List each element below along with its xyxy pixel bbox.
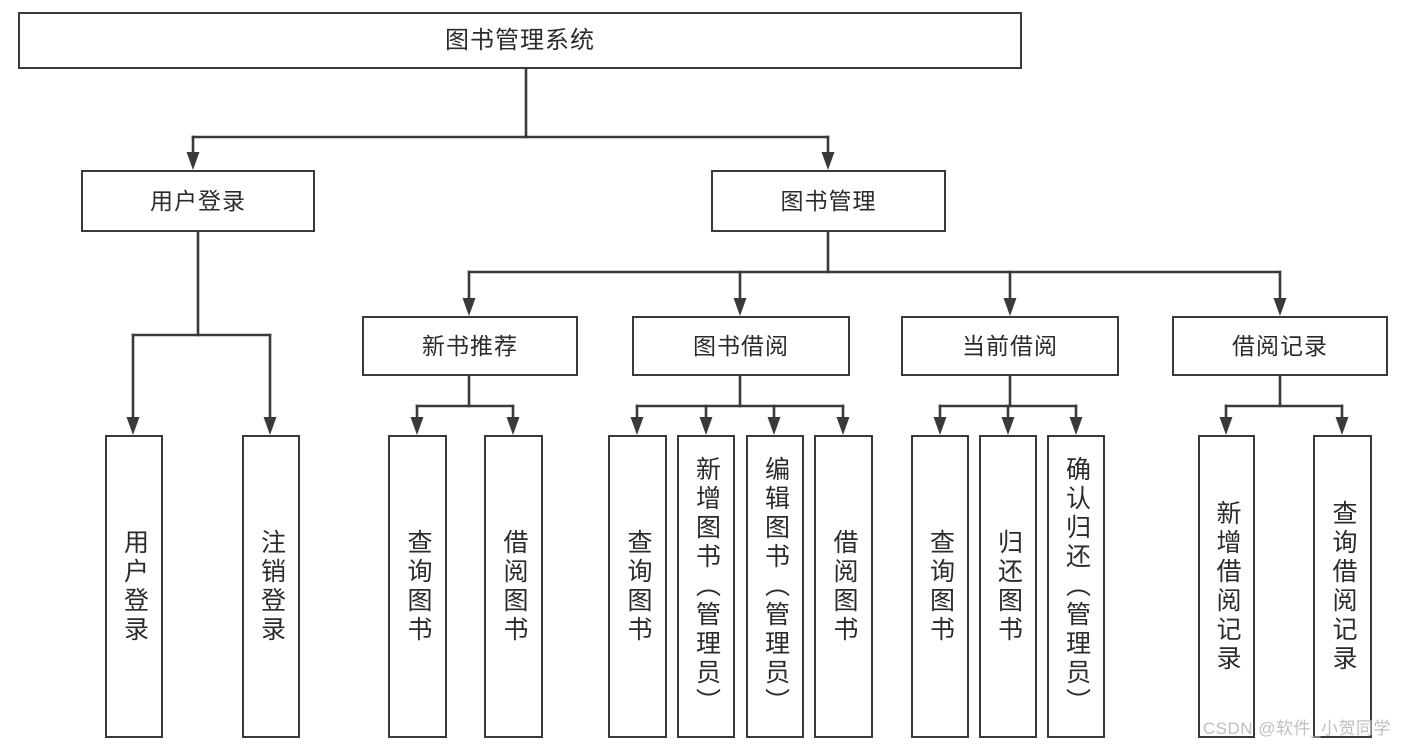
node-leaf-add-book-admin[interactable]: 新增图书（管理员） [677,435,735,738]
node-label: 查询借阅记录 [1329,499,1357,674]
node-label: 借阅图书 [830,528,858,645]
node-current-borrow[interactable]: 当前借阅 [901,316,1119,376]
node-label: 编辑图书（管理员） [761,456,790,717]
node-label: 确认归还（管理员） [1062,456,1091,717]
node-label: 查询图书 [926,528,955,645]
node-new-book-recommend[interactable]: 新书推荐 [362,316,578,376]
node-leaf-add-borrow-record[interactable]: 新增借阅记录 [1198,435,1255,738]
node-label: 图书借阅 [693,332,789,359]
node-leaf-return-book[interactable]: 归还图书 [979,435,1037,738]
node-leaf-query-book-recommend[interactable]: 查询图书 [388,435,447,738]
node-label: 借阅图书 [500,528,528,645]
node-root-book-management-system[interactable]: 图书管理系统 [18,12,1022,69]
node-label: 借阅记录 [1232,332,1328,359]
node-label: 新书推荐 [422,332,518,359]
node-leaf-borrow-book-recommend[interactable]: 借阅图书 [484,435,543,738]
node-user-login[interactable]: 用户登录 [81,170,315,232]
node-label: 用户登录 [150,187,246,214]
node-leaf-query-book-borrow[interactable]: 查询图书 [608,435,667,738]
node-borrow-record[interactable]: 借阅记录 [1172,316,1388,376]
watermark-text: CSDN @软件_小贺同学 [1202,719,1391,738]
node-leaf-query-borrow-record[interactable]: 查询借阅记录 [1313,435,1372,738]
node-label: 用户登录 [120,528,149,645]
node-label: 图书管理系统 [445,26,595,54]
node-book-borrow[interactable]: 图书借阅 [632,316,850,376]
node-leaf-edit-book-admin[interactable]: 编辑图书（管理员） [746,435,804,738]
node-leaf-confirm-return-admin[interactable]: 确认归还（管理员） [1047,435,1105,738]
node-leaf-logout-login[interactable]: 注销登录 [242,435,300,738]
node-label: 当前借阅 [962,332,1058,359]
node-label: 查询图书 [404,528,432,645]
node-label: 新增图书（管理员） [692,456,721,717]
node-label: 查询图书 [624,528,652,645]
node-leaf-borrow-book[interactable]: 借阅图书 [814,435,873,738]
node-label: 注销登录 [257,528,286,645]
node-label: 归还图书 [994,528,1023,645]
node-book-management[interactable]: 图书管理 [711,170,946,232]
node-leaf-user-login[interactable]: 用户登录 [105,435,163,738]
node-label: 新增借阅记录 [1213,499,1241,674]
node-leaf-query-book-current[interactable]: 查询图书 [911,435,969,738]
node-label: 图书管理 [780,187,877,214]
